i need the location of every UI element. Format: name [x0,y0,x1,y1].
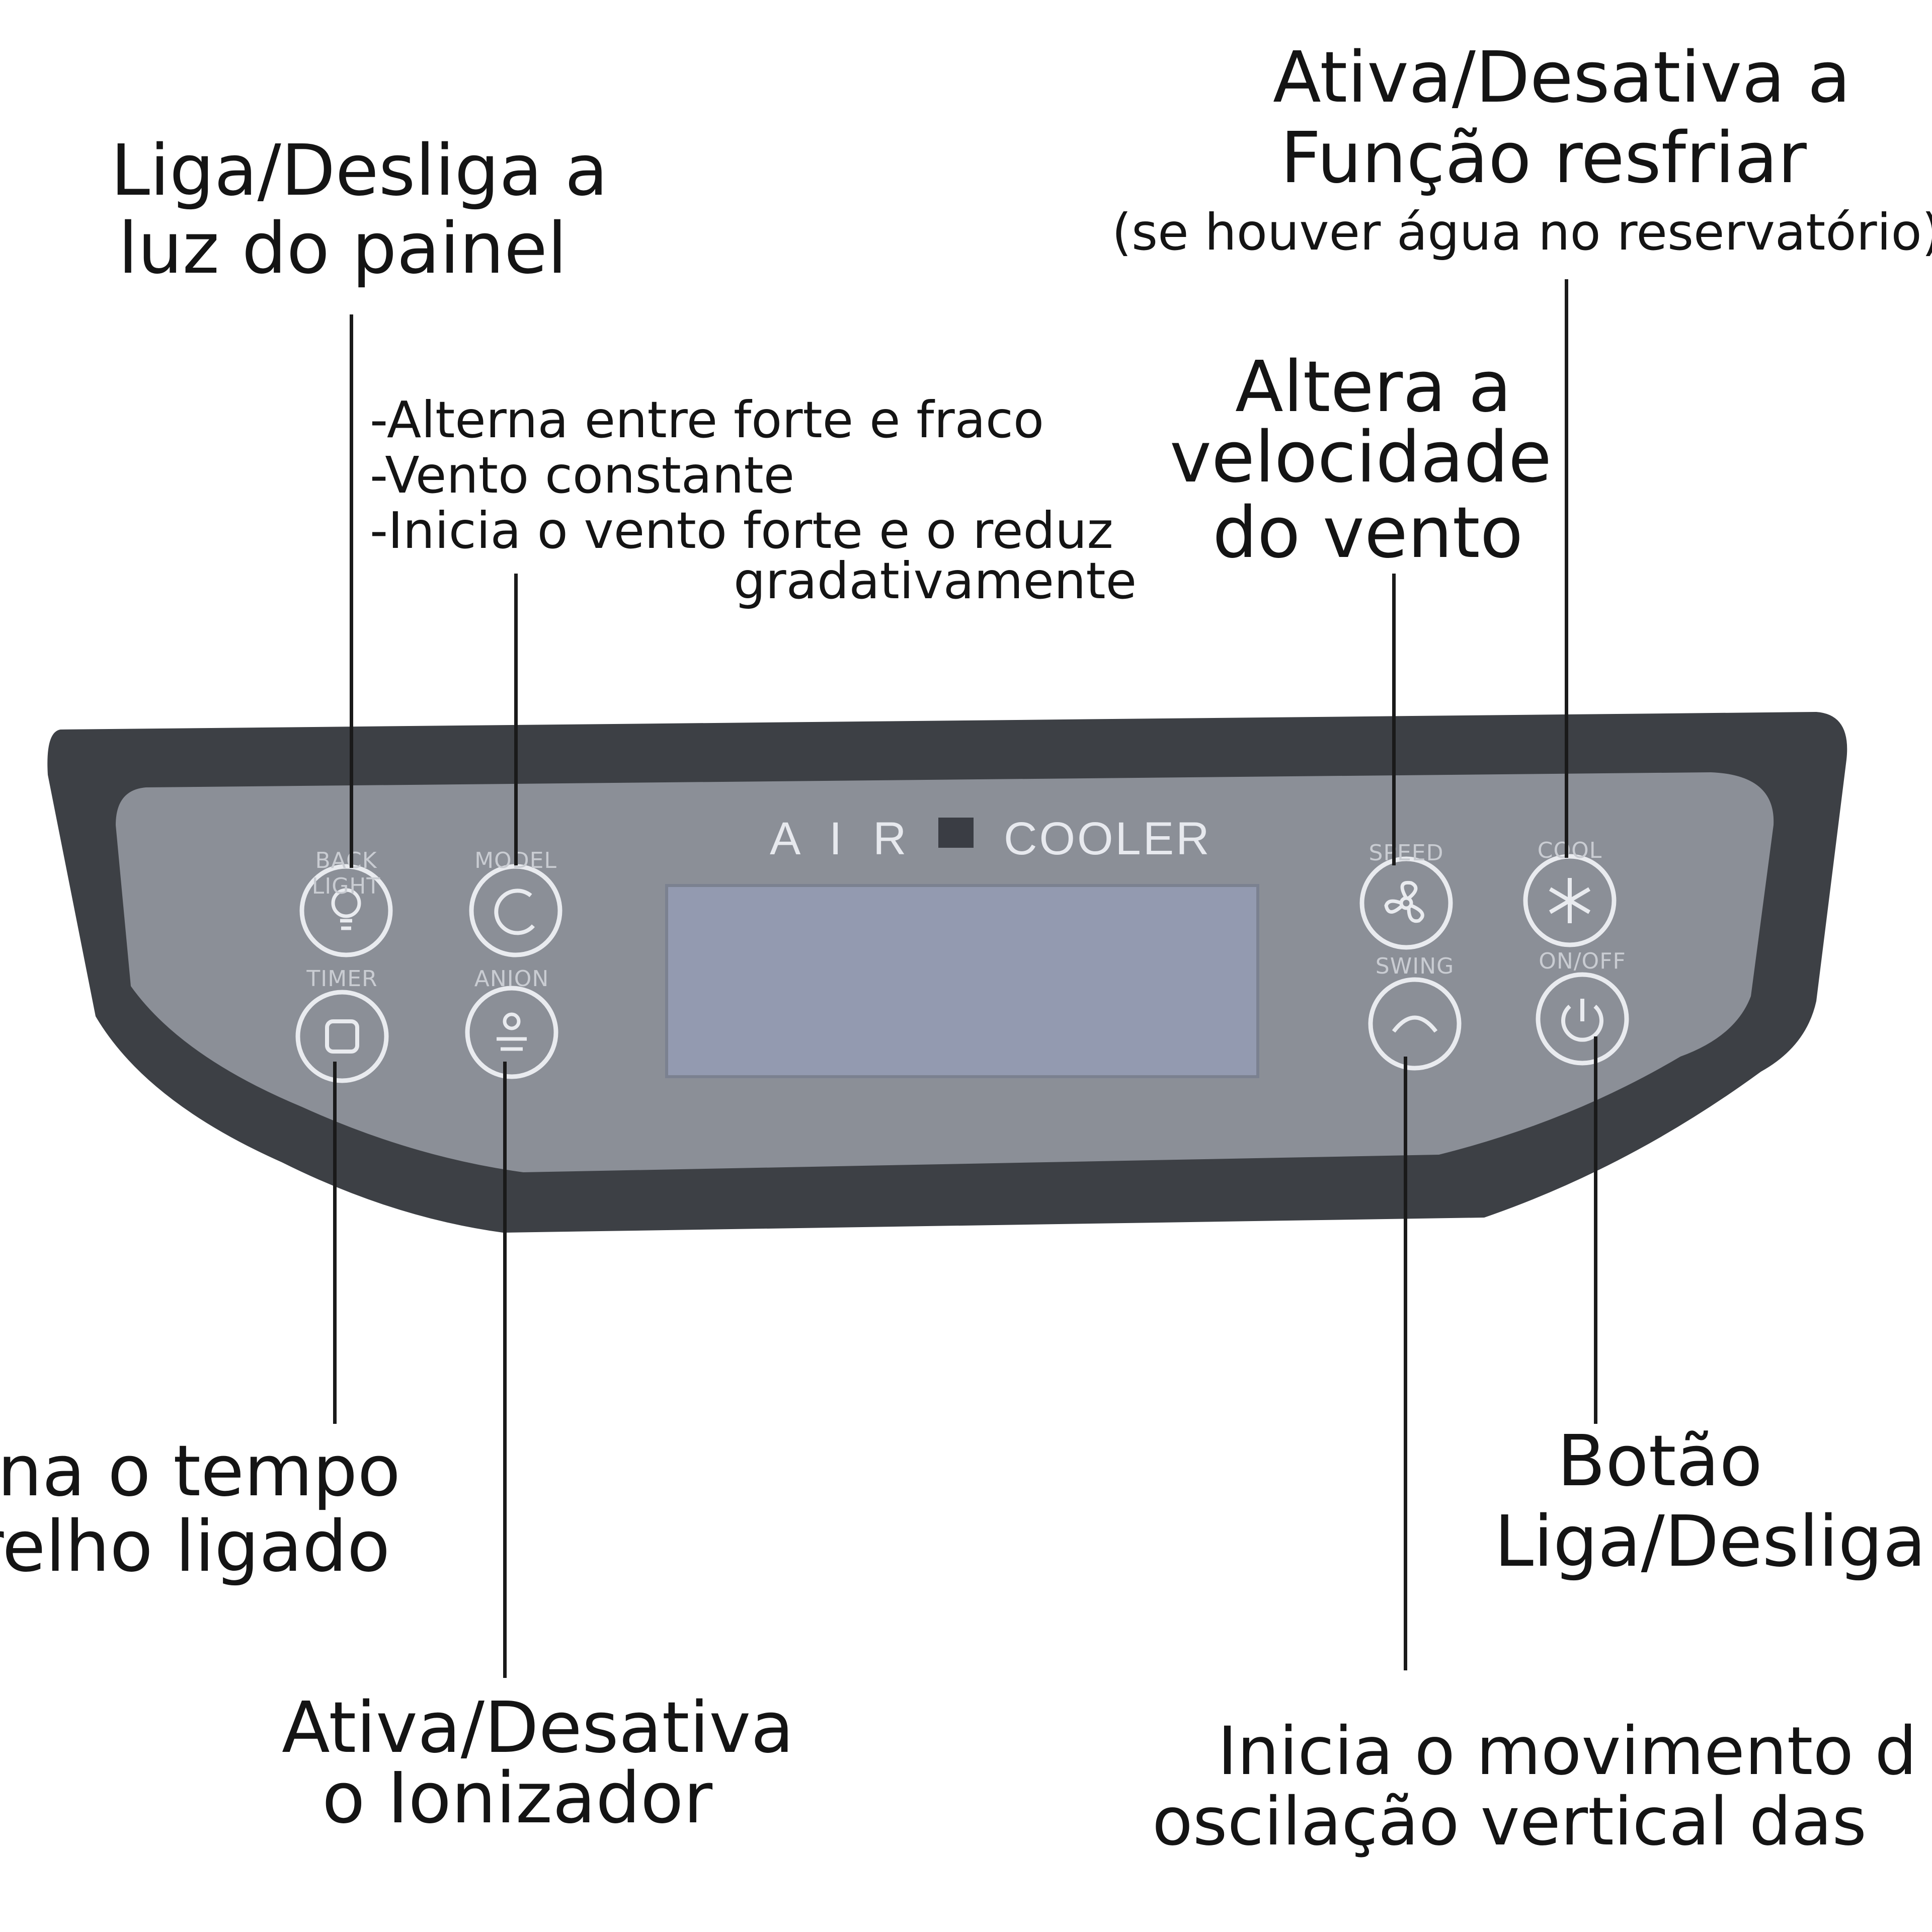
speed-line-1: Altera a [1235,346,1512,428]
swing-line-2: oscilação vertical das [1152,1783,1867,1861]
leader-line-speed [1392,574,1396,865]
bulb-icon [331,888,361,930]
cool-line-1: Ativa/Desativa a [1273,37,1851,119]
leader-line-backlight [350,314,353,868]
cool-line-2: Função resfriar [1280,117,1807,199]
brand-square-icon [938,818,974,848]
mode-line-1: -Alterna entre forte e fraco [370,390,1044,449]
cool-line-3: (se houver água no reservatório) [1112,203,1932,262]
leader-line-mode [514,574,518,865]
swing-icon [1392,1015,1438,1033]
backlight-caption: BACK LIGHT [311,848,381,899]
mode-line-4: gradativamente [734,551,1137,610]
speed-button[interactable] [1359,856,1453,950]
speed-line-2: velocidade [1170,417,1552,499]
anion-caption: ANION [474,966,549,992]
leader-line-swing [1404,1057,1407,1670]
timer-button[interactable] [295,990,389,1083]
cool-button[interactable] [1523,854,1617,947]
power-line-1: Botão [1557,1420,1763,1502]
swing-caption: SWING [1375,953,1455,979]
leader-line-timer [333,1062,337,1424]
power-button[interactable] [1536,972,1629,1066]
mode-line-3: -Inicia o vento forte e o reduz [370,501,1113,560]
speed-line-3: do vento [1213,492,1523,574]
backlight-line-2: luz do painel [118,208,567,290]
anion-button[interactable] [465,986,558,1079]
swing-line-1: Inicia o movimento d [1218,1713,1917,1790]
timer-icon [325,1019,359,1054]
ion-icon [497,1012,527,1051]
speed-caption: SPEED [1369,840,1444,866]
leader-line-anion [503,1062,507,1678]
swing-button[interactable] [1368,977,1462,1071]
backlight-button[interactable] [299,864,393,957]
brand-air: A I R [770,813,916,864]
anion-line-1: Ativa/Desativa [282,1687,794,1769]
cycle-icon [494,889,535,935]
mode-button[interactable] [469,864,562,957]
mode-line-2: -Vento constante [370,446,795,505]
timer-line-2: relho ligado [0,1506,390,1588]
cool-caption: COOL [1537,838,1602,863]
leader-line-cool [1565,279,1568,858]
fan-icon [1384,880,1424,923]
snowflake-icon [1549,878,1591,923]
anion-line-2: o Ionizador [322,1757,713,1839]
lcd-display [665,884,1259,1078]
power-icon [1561,999,1603,1042]
power-line-2: Liga/Desliga [1494,1501,1926,1583]
timer-line-1: na o tempo [0,1430,401,1512]
timer-caption: TIMER [306,966,378,992]
backlight-line-1: Liga/Desliga a [111,130,608,212]
brand-cooler: COOLER [1004,813,1212,864]
power-caption: ON/OFF [1539,948,1626,974]
leader-line-power [1594,1036,1597,1424]
